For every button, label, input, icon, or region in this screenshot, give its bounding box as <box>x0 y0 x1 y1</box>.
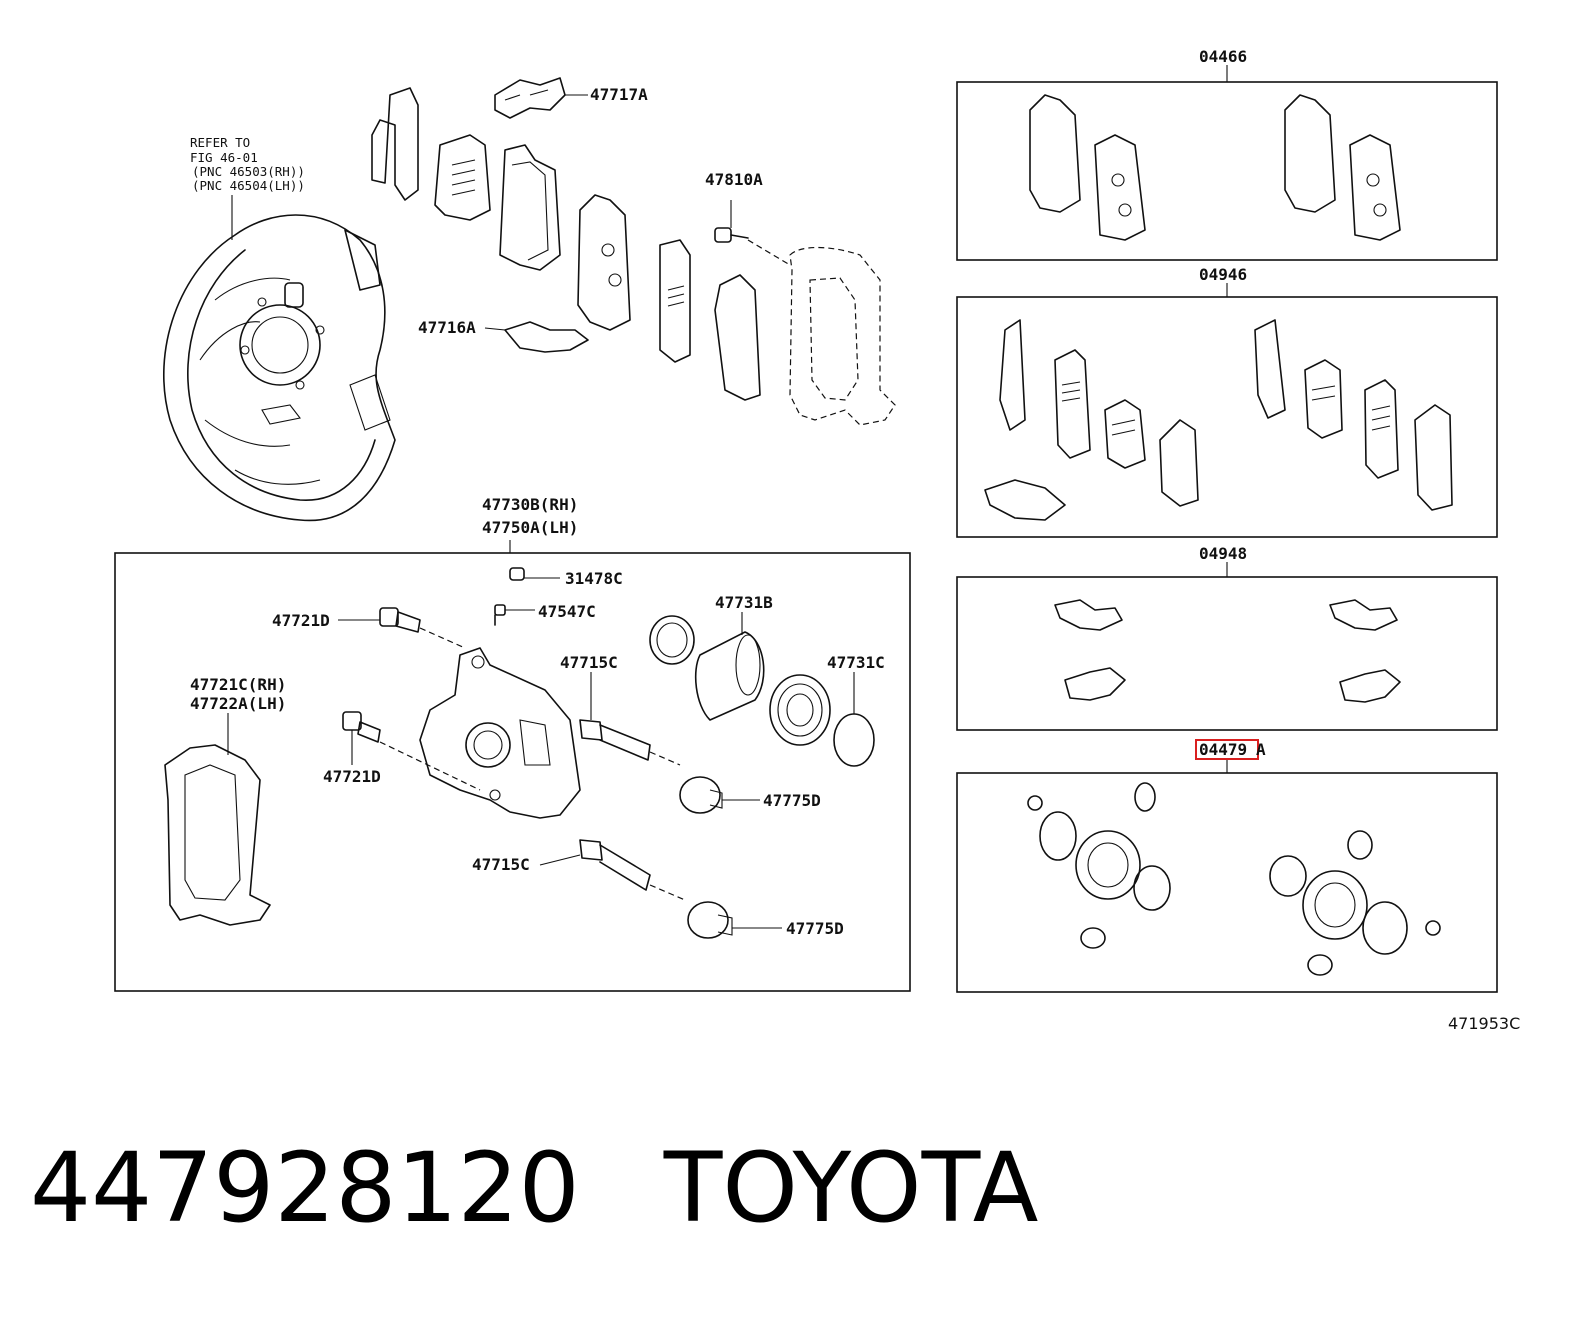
label-47722A-lh[interactable]: 47722A(LH) <box>190 694 286 713</box>
kit-label-04948[interactable]: 04948 <box>1199 544 1247 563</box>
highlight-box <box>1195 739 1259 760</box>
label-47775D-bottom[interactable]: 47775D <box>786 919 844 938</box>
caliper-bolts-drawing <box>338 607 481 791</box>
kit-box-04479A <box>956 758 1498 993</box>
label-47721D-bottom[interactable]: 47721D <box>323 767 381 786</box>
label-47731C[interactable]: 47731C <box>827 653 885 672</box>
kit-label-04479-highlighted[interactable]: 04479 <box>1199 740 1247 759</box>
bleeder-parts-drawing <box>494 567 560 626</box>
kit-label-04946[interactable]: 04946 <box>1199 265 1247 284</box>
label-47750A-lh[interactable]: 47750A(LH) <box>482 518 578 537</box>
kit-box-04948 <box>956 562 1498 731</box>
label-47715C-top[interactable]: 47715C <box>560 653 618 672</box>
brand-name: TOYOTA <box>663 1132 1039 1244</box>
caliper-assembly-box <box>114 552 911 992</box>
part-number: 447928120 <box>30 1132 580 1244</box>
label-31478C[interactable]: 31478C <box>565 569 623 588</box>
torque-plate-drawing <box>164 713 271 926</box>
svg-text:REFER TO: REFER TO <box>190 135 250 150</box>
label-47775D-top[interactable]: 47775D <box>763 791 821 810</box>
svg-text:(PNC 46504(LH)): (PNC 46504(LH)) <box>192 178 305 193</box>
kit-box-04466 <box>956 65 1498 261</box>
kit-label-04466[interactable]: 04466 <box>1199 47 1247 66</box>
label-47721D-top[interactable]: 47721D <box>272 611 330 630</box>
label-47717A[interactable]: 47717A <box>590 85 648 104</box>
pad-support-clips-drawing <box>484 77 589 353</box>
pad-shims-and-pads-drawing <box>371 87 761 401</box>
dust-cover-drawing <box>163 214 396 522</box>
label-47721C-rh[interactable]: 47721C(RH) <box>190 675 286 694</box>
svg-text:FIG 46-01: FIG 46-01 <box>190 150 258 165</box>
label-47810A[interactable]: 47810A <box>705 170 763 189</box>
mounting-bracket-drawing <box>714 200 896 426</box>
pin-boots-drawing <box>679 776 782 939</box>
kit-label-04479-suffix: A <box>1256 740 1266 759</box>
label-47547C[interactable]: 47547C <box>538 602 596 621</box>
label-47716A[interactable]: 47716A <box>418 318 476 337</box>
piston-parts-drawing <box>649 612 875 767</box>
kit-box-04946 <box>956 283 1498 538</box>
refer-note: REFER TO FIG 46-01 (PNC 46503(RH)) (PNC … <box>190 135 305 240</box>
caliper-body-drawing <box>419 647 581 819</box>
slide-pins-drawing <box>539 672 686 901</box>
figure-code: 471953C <box>1448 1014 1520 1033</box>
label-47730B-rh[interactable]: 47730B(RH) <box>482 495 578 514</box>
label-47715C-bottom[interactable]: 47715C <box>472 855 530 874</box>
label-47731B[interactable]: 47731B <box>715 593 773 612</box>
svg-text:(PNC 46503(RH)): (PNC 46503(RH)) <box>192 164 305 179</box>
